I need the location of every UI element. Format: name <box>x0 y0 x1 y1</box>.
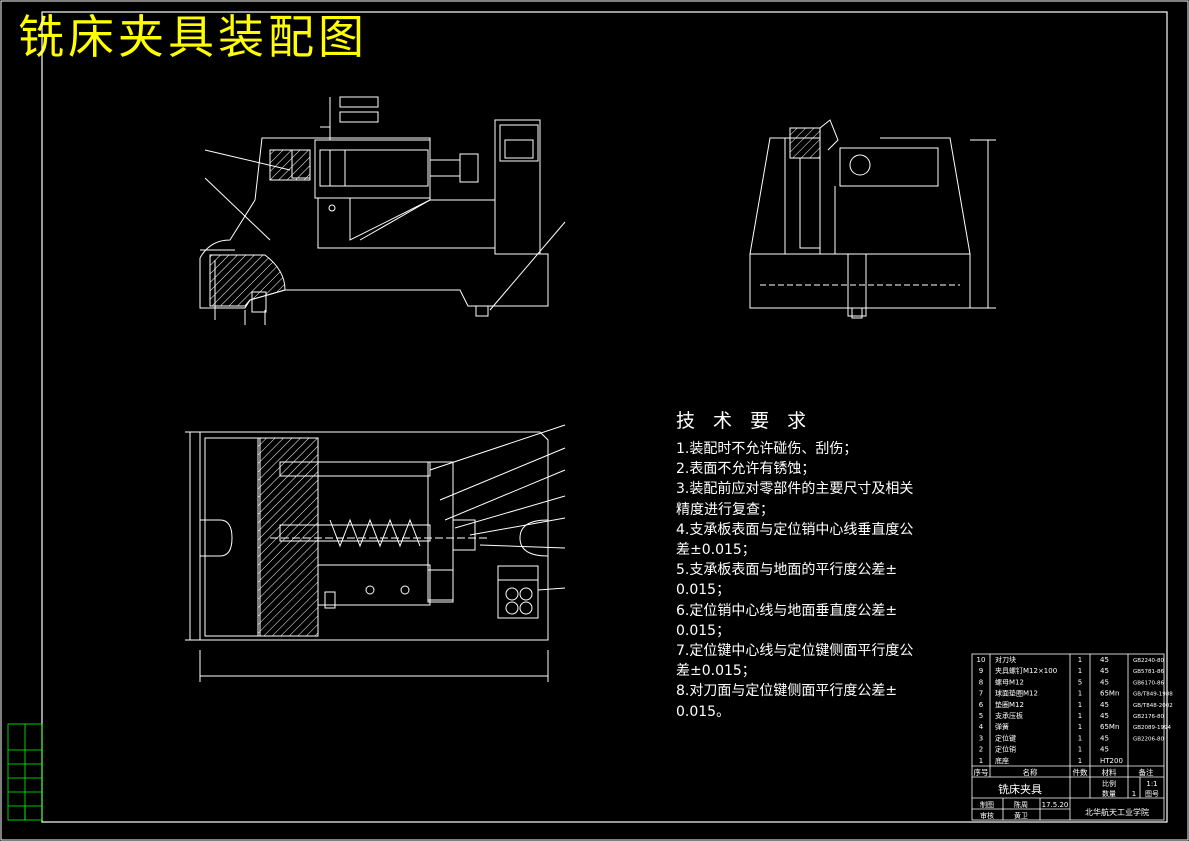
bom-header-cell: 材料 <box>1102 767 1118 777</box>
bom-qty: 1 <box>1078 723 1082 731</box>
tech-line: 0.015； <box>676 622 731 639</box>
bom-header-cell: 备注 <box>1139 767 1155 777</box>
bom-index: 7 <box>979 690 983 698</box>
tech-line: 0.015； <box>676 582 731 599</box>
bom-standard: GB2240-80 <box>1133 658 1165 664</box>
bom-standard: GB6170-86 <box>1133 680 1165 686</box>
bom-index: 6 <box>979 701 984 709</box>
drawing-title: 铣床夹具装配图 <box>18 10 368 64</box>
bom-part-name: 支承压板 <box>995 711 1023 720</box>
bom-scale: 1:1 <box>1146 780 1157 788</box>
bom-standard: GB/T848-2002 <box>1133 703 1173 709</box>
bom-header-cell: 序号 <box>974 767 989 777</box>
bom-header-cell: 件数 <box>1073 767 1089 777</box>
tech-line: 精度进行复查； <box>676 501 774 518</box>
side-view <box>749 119 996 319</box>
tech-line: 8.对刀面与定位键侧面平行度公差± <box>676 683 898 700</box>
bom-material: 45 <box>1100 712 1109 720</box>
bom-qty: 1 <box>1078 712 1082 720</box>
tech-requirements: 技 术 要 求 1.装配时不允许碰伤、刮伤； 2.表面不允许有锈蚀； 3.装配前应对… <box>676 406 913 722</box>
bom-material: 45 <box>1100 656 1109 664</box>
tech-line: 7.定位键中心线与定位键侧面平行度公 <box>676 643 914 660</box>
front-view <box>199 96 566 325</box>
bom-part-name: 夹具螺钉M12×100 <box>995 666 1057 675</box>
bom-drawn-label: 制图 <box>980 800 994 809</box>
bom-part-name: 垫圈M12 <box>995 700 1024 709</box>
bom-qty: 1 <box>1078 690 1082 698</box>
tech-line: 5.支承板表面与地面的平行度公差± <box>676 562 898 579</box>
bom-checked-label: 审核 <box>980 811 994 820</box>
tech-line: 1.装配时不允许碰伤、刮伤； <box>676 441 858 457</box>
top-view <box>185 424 566 682</box>
left-strip-table <box>7 723 43 821</box>
bom-index: 3 <box>979 734 983 742</box>
bom-part-name: 对刀块 <box>995 655 1016 664</box>
bom-index: 8 <box>979 678 983 686</box>
bom-qty-label: 数量 <box>1102 789 1116 798</box>
bom-standard: GB2206-80 <box>1133 736 1165 742</box>
bom-qty: 1 <box>1078 734 1082 742</box>
bom-qty: 1 <box>1078 757 1082 765</box>
bom-qty: 1 <box>1078 656 1082 664</box>
tech-line: 0.015。 <box>676 703 731 720</box>
bom-part-name: 球面垫圈M12 <box>995 689 1038 698</box>
bom-index: 9 <box>979 667 983 675</box>
bom-index: 10 <box>977 656 986 664</box>
bom-material: HT200 <box>1100 757 1123 765</box>
bom-index: 2 <box>979 746 983 754</box>
bom-part-name: 底座 <box>995 756 1009 765</box>
tech-line: 差±0.015； <box>676 542 756 559</box>
bom-standard: GB2176-80 <box>1133 714 1165 720</box>
tech-heading: 技 术 要 求 <box>676 410 813 432</box>
bom-index: 5 <box>979 712 983 720</box>
bom-qty: 1 <box>1078 667 1082 675</box>
bom-qty: 1 <box>1078 701 1082 709</box>
tech-lines: 1.装配时不允许碰伤、刮伤； 2.表面不允许有锈蚀； 3.装配前应对零部件的主要尺寸… <box>676 439 913 722</box>
bom-material: 65Mn <box>1100 723 1119 731</box>
bom-date: 17.5.20 <box>1042 801 1069 809</box>
bom-standard: GB2089-1994 <box>1133 725 1172 731</box>
bom-part-name: 定位销 <box>995 745 1016 754</box>
bom-total-qty: 1 <box>1132 790 1136 798</box>
tech-line: 3.装配前应对零部件的主要尺寸及相关 <box>676 481 914 498</box>
tech-line: 6.定位销中心线与地面垂直度公差± <box>676 602 898 619</box>
bom-material: 45 <box>1100 678 1109 686</box>
bom-qty: 5 <box>1078 678 1082 686</box>
bom-material: 45 <box>1100 667 1109 675</box>
bom-school: 北华航天工业学院 <box>1085 807 1149 817</box>
tech-line: 差±0.015； <box>676 663 756 680</box>
tech-line: 2.表面不允许有锈蚀； <box>676 461 816 478</box>
bom-part-name: 定位键 <box>995 733 1016 742</box>
bom-header-cell: 名称 <box>1023 767 1039 777</box>
bom-qty: 1 <box>1078 746 1082 754</box>
bom-standard: GB5781-86 <box>1133 669 1165 675</box>
bom-standard: GB/T849-1988 <box>1133 692 1173 698</box>
bom-material: 45 <box>1100 701 1109 709</box>
bom-assembly-name: 铣床夹具 <box>998 782 1042 796</box>
bom-checked-by: 黄卫 <box>1014 811 1028 820</box>
bom-index: 1 <box>979 757 983 765</box>
bom-material: 45 <box>1100 746 1109 754</box>
bom-index: 4 <box>979 723 984 731</box>
bom-part-name: 螺母M12 <box>995 677 1024 686</box>
bom-drawn-by: 陈周 <box>1014 800 1028 809</box>
bom-material: 65Mn <box>1100 690 1119 698</box>
bom-scale-label: 比例 <box>1102 779 1116 788</box>
bom-sheet-label: 图号 <box>1145 790 1159 798</box>
bom-table <box>971 653 1165 821</box>
bom-part-name: 弹簧 <box>995 722 1009 731</box>
bom-material: 45 <box>1100 734 1109 742</box>
tech-line: 4.支承板表面与定位销中心线垂直度公 <box>676 521 914 538</box>
